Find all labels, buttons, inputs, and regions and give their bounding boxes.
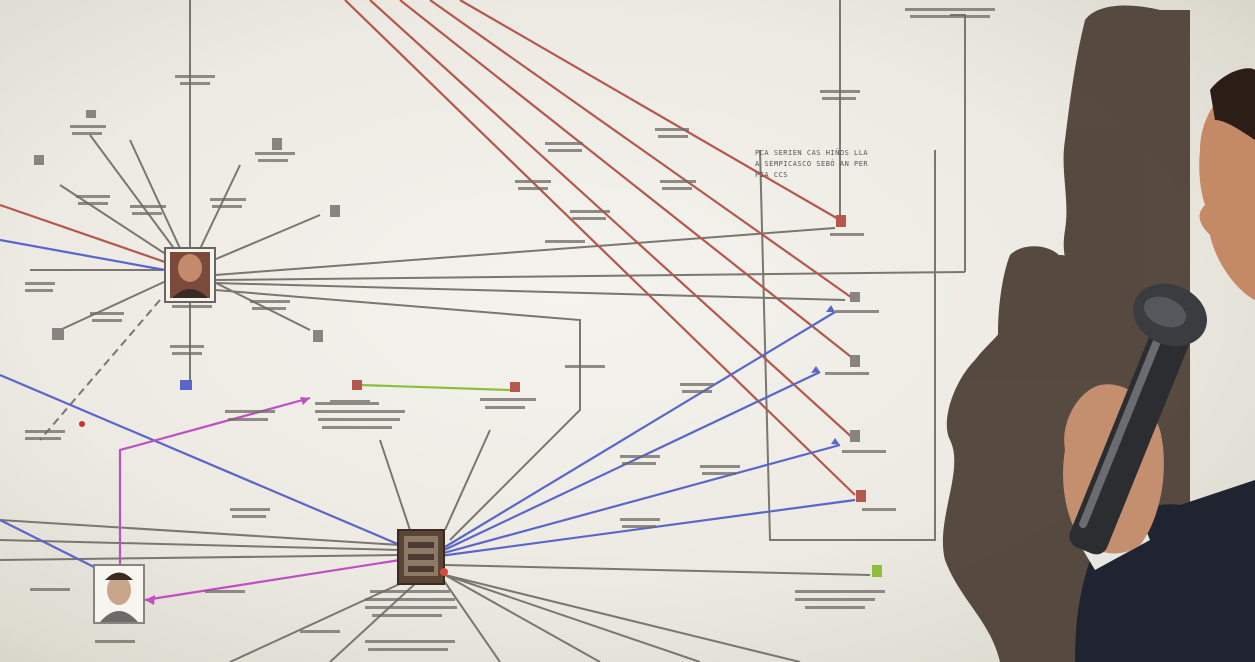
other-links (118, 383, 511, 602)
red-links (0, 0, 856, 496)
blue-links (0, 238, 856, 576)
legend-line-3: PIA CCS (755, 171, 789, 179)
magenta-arrowheads (145, 397, 310, 605)
photo-node-icon (397, 529, 448, 585)
legend-line-2: A SEMPICASCO SEBÓ AN PER (755, 160, 869, 168)
diagram-legend: PCA SERIEN CAS HIÑOS LLA A SEMPICASCO SE… (755, 148, 940, 186)
grey-links (0, 0, 966, 662)
minor-nodes (34, 110, 882, 577)
microphone-icon (1069, 283, 1207, 555)
photo-node-icon (164, 247, 216, 303)
node-labels (25, 8, 995, 651)
legend-line-1: PCA SERIEN CAS HIÑOS LLA (755, 149, 869, 157)
person-node-icon (93, 564, 145, 624)
blue-arrowheads (811, 305, 840, 445)
